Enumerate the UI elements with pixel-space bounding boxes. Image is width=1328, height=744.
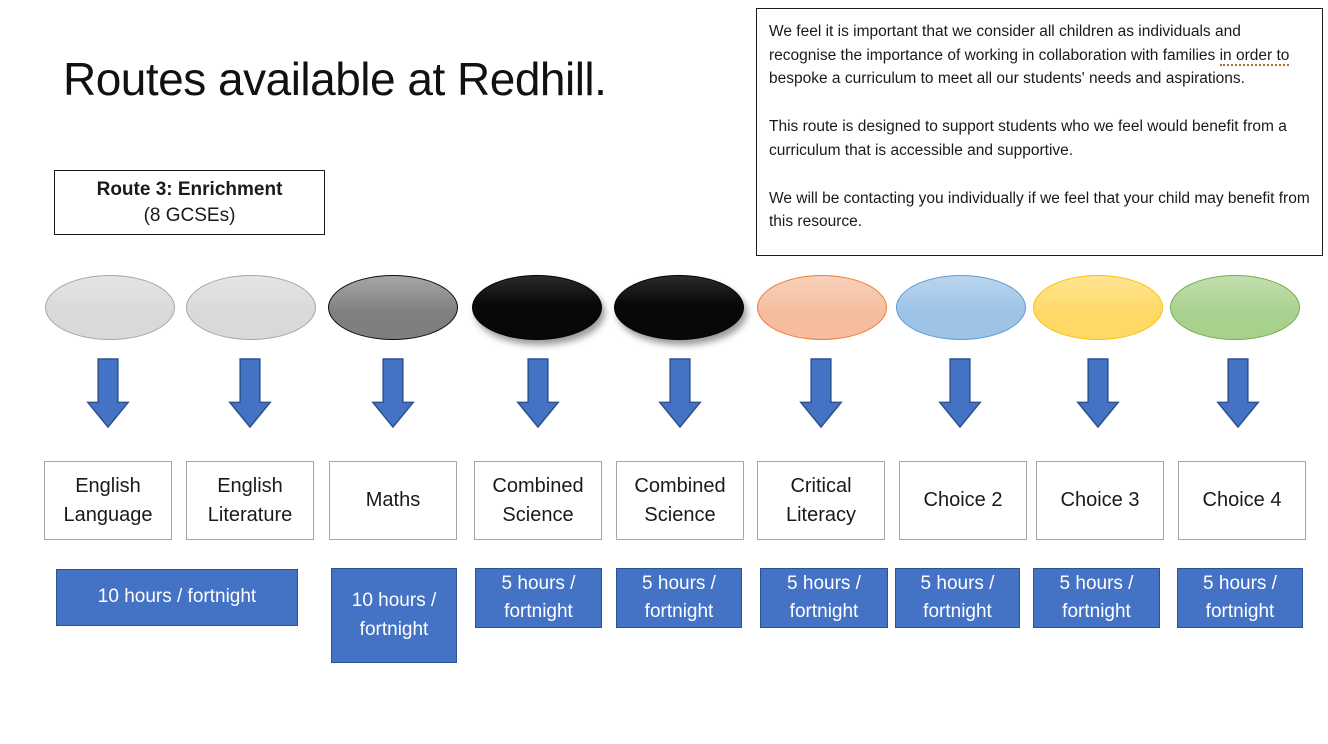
ellipse-combined-science-1	[472, 275, 602, 340]
subject-box-critical-literacy: Critical Literacy	[757, 461, 885, 540]
route-gcse-count: (8 GCSEs)	[143, 204, 236, 226]
ellipse-choice-3	[1033, 275, 1163, 340]
hours-box-critical-literacy: 5 hours / fortnight	[760, 568, 888, 628]
subject-box-english-literature: English Literature	[186, 461, 314, 540]
route-label-box: Route 3: Enrichment (8 GCSEs)	[54, 170, 325, 235]
down-arrow-icon	[1216, 358, 1260, 429]
ellipse-combined-science-2	[614, 275, 744, 340]
hours-box-maths: 10 hours / fortnight	[331, 568, 457, 663]
subject-box-maths: Maths	[329, 461, 457, 540]
ellipse-critical-literacy	[757, 275, 887, 340]
description-paragraph-1: We feel it is important that we consider…	[769, 23, 1290, 88]
grammar-flagged-phrase: in order to	[1219, 46, 1290, 66]
down-arrow-icon	[938, 358, 982, 429]
hours-box-combined-science-2: 5 hours / fortnight	[616, 568, 742, 628]
down-arrow-icon	[658, 358, 702, 429]
down-arrow-icon	[228, 358, 272, 429]
hours-box-choice-3: 5 hours / fortnight	[1033, 568, 1160, 628]
subject-box-combined-science-1: Combined Science	[474, 461, 602, 540]
hours-box-choice-2: 5 hours / fortnight	[895, 568, 1020, 628]
subject-box-english-language: English Language	[44, 461, 172, 540]
ellipse-maths	[328, 275, 458, 340]
description-paragraph-2: This route is designed to support studen…	[769, 118, 1287, 159]
subject-box-choice-3: Choice 3	[1036, 461, 1164, 540]
subject-box-choice-4: Choice 4	[1178, 461, 1306, 540]
down-arrow-icon	[516, 358, 560, 429]
route-name: Route 3: Enrichment	[96, 178, 283, 200]
down-arrow-icon	[799, 358, 843, 429]
subject-box-choice-2: Choice 2	[899, 461, 1027, 540]
route-description-box: We feel it is important that we consider…	[756, 8, 1323, 256]
down-arrow-icon	[1076, 358, 1120, 429]
ellipse-english-literature	[186, 275, 316, 340]
page-title: Routes available at Redhill.	[63, 53, 607, 105]
hours-box-english: 10 hours / fortnight	[56, 569, 298, 626]
ellipse-choice-2	[896, 275, 1026, 340]
down-arrow-icon	[371, 358, 415, 429]
ellipse-choice-4	[1170, 275, 1300, 340]
subject-box-combined-science-2: Combined Science	[616, 461, 744, 540]
description-paragraph-3: We will be contacting you individually i…	[769, 189, 1310, 231]
down-arrow-icon	[86, 358, 130, 429]
hours-box-combined-science-1: 5 hours / fortnight	[475, 568, 602, 628]
ellipse-english-language	[45, 275, 175, 340]
hours-box-choice-4: 5 hours / fortnight	[1177, 568, 1303, 628]
